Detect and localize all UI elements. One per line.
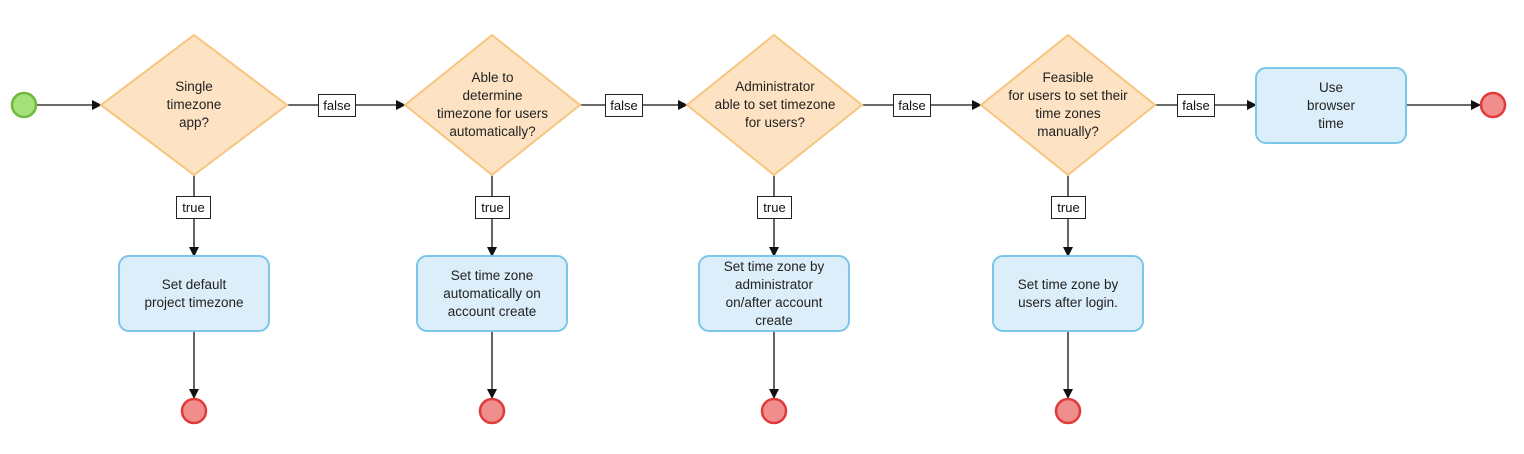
task-t5 (1255, 67, 1407, 144)
end-event-5 (1479, 91, 1507, 119)
end-event-3 (760, 397, 788, 425)
edge-label-false-3: false (893, 94, 931, 117)
edge-label-false-1: false (318, 94, 356, 117)
start-event (10, 91, 38, 119)
end-event-4 (1054, 397, 1082, 425)
decision-d2 (403, 33, 582, 177)
edge-label-true-2: true (475, 196, 510, 219)
task-t2 (416, 255, 568, 332)
end-event-1 (180, 397, 208, 425)
edge-label-true-3: true (757, 196, 792, 219)
edge-label-false-4: false (1177, 94, 1215, 117)
edge-label-false-2: false (605, 94, 643, 117)
decision-d1 (99, 33, 289, 177)
edge-label-true-1: true (176, 196, 211, 219)
task-t4 (992, 255, 1144, 332)
task-t1 (118, 255, 270, 332)
task-t3 (698, 255, 850, 332)
edge-label-true-4: true (1051, 196, 1086, 219)
decision-d3 (685, 33, 864, 177)
decision-d4 (979, 33, 1157, 177)
end-event-2 (478, 397, 506, 425)
